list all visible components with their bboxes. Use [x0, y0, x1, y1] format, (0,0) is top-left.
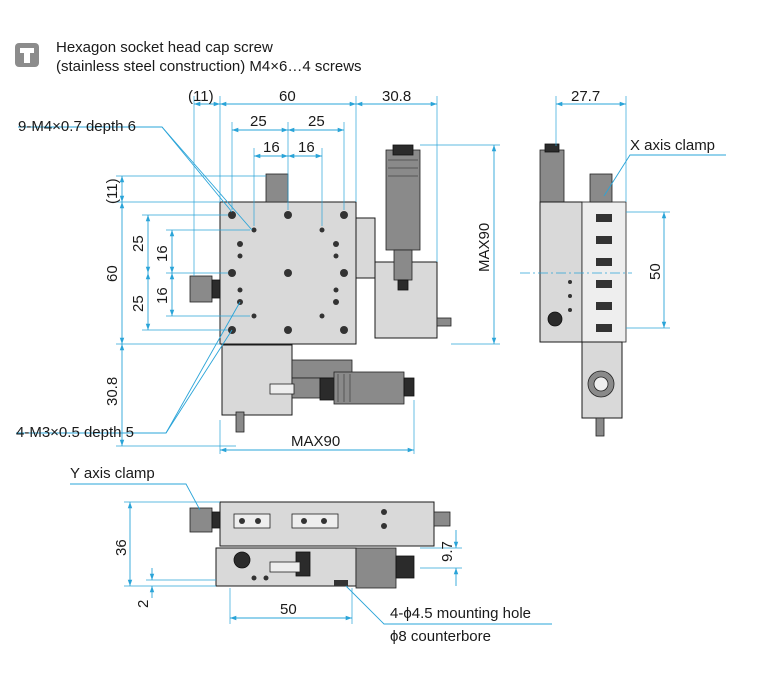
counterbore-callout: ϕ8 counterbore [390, 628, 491, 645]
dim-max90-bottom: MAX90 [291, 433, 340, 450]
y-clamp-screw [235, 411, 245, 433]
dim-16-vert-bottom: 16 [154, 287, 171, 304]
front-view: 36 2 50 9.7 Y axis clamp 4-ϕ4.5 mounting… [70, 465, 552, 645]
dim-2: 2 [135, 600, 152, 608]
dim-16-left: 16 [263, 139, 280, 156]
dim-25-vert-top: 25 [130, 235, 147, 252]
dim-50-side: 50 [647, 263, 664, 280]
dim-36: 36 [113, 539, 130, 556]
dim-16-right: 16 [298, 139, 315, 156]
tapped-hole-grid [228, 211, 348, 334]
legend-line-2: (stainless steel construction) M4×6…4 sc… [56, 58, 362, 75]
dim-25-right: 25 [308, 113, 325, 130]
dim-60-left: 60 [104, 265, 121, 282]
dim-11-left: (11) [104, 178, 121, 204]
x-micrometer-thimble [385, 149, 421, 251]
top-view: (11) 60 30.8 25 25 16 16 9-M4×0.7 depth … [16, 88, 500, 454]
dim-16-vert-top: 16 [154, 245, 171, 262]
x-clamp-callout: X axis clamp [630, 137, 715, 154]
dim-50-front: 50 [280, 601, 297, 618]
m3-holes-leader [16, 329, 233, 434]
m3-holes-callout: 4-M3×0.5 depth 5 [16, 424, 134, 441]
dim-25-vert-bottom: 25 [130, 295, 147, 312]
top-clamp-knob [265, 173, 289, 203]
dim-9-7: 9.7 [439, 541, 456, 562]
side-view: 27.7 50 X axis clamp [520, 88, 726, 437]
legend-line-1: Hexagon socket head cap screw [56, 39, 273, 56]
y-clamp-callout: Y axis clamp [70, 465, 155, 482]
dim-30-8-left: 30.8 [104, 377, 121, 406]
dim-11-top: (11) [188, 88, 214, 105]
hex-socket-screw-icon [15, 43, 39, 67]
dim-30-8-top: 30.8 [382, 88, 411, 105]
tapped-holes-leader [18, 126, 233, 213]
tapped-holes-callout: 9-M4×0.7 depth 6 [18, 118, 136, 135]
dim-25-left: 25 [250, 113, 267, 130]
y-stage-micrometer-block [221, 344, 293, 416]
front-micrometer [355, 547, 397, 589]
y-micrometer-thimble [333, 371, 405, 405]
left-clamp-knob [189, 275, 213, 303]
dim-27-7: 27.7 [571, 88, 600, 105]
mounting-hole-callout: 4-ϕ4.5 mounting hole [390, 605, 531, 622]
dim-60-top: 60 [279, 88, 296, 105]
dim-max90-right: MAX90 [476, 223, 493, 272]
legend: Hexagon socket head cap screw (stainless… [15, 39, 362, 75]
y-clamp-knob [189, 507, 213, 533]
x-clamp-knob [589, 173, 613, 203]
